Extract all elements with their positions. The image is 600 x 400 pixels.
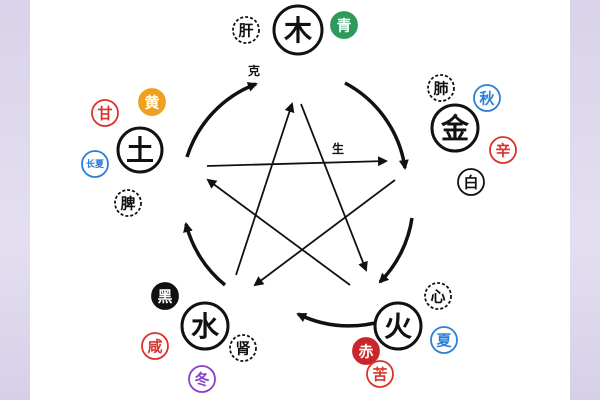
badge-circle <box>457 168 485 196</box>
badge-water-1: 咸 <box>141 332 169 360</box>
badge-circle <box>473 84 501 112</box>
badge-label: 黑 <box>157 287 172 305</box>
badge-label: 肝 <box>238 21 253 39</box>
badge-label: 赤 <box>358 342 373 360</box>
badge-fire-3: 苦 <box>366 360 394 388</box>
badge-label: 苦 <box>372 365 387 383</box>
badge-metal-2: 辛 <box>489 136 517 164</box>
overcoming-cycle <box>206 102 396 287</box>
badge-label: 夏 <box>435 331 452 349</box>
element-ring-fire <box>373 301 423 351</box>
badge-label: 长夏 <box>86 158 105 170</box>
badge-circle <box>151 282 179 310</box>
badge-wood-0: 肝 <box>232 16 260 44</box>
badge-label: 咸 <box>147 337 162 355</box>
generating-cycle <box>183 81 414 328</box>
badge-circle <box>141 332 169 360</box>
badge-circle <box>430 326 458 354</box>
element-ring-earth <box>116 126 164 174</box>
badge-label: 辛 <box>495 141 510 159</box>
star-line-5 <box>235 102 295 276</box>
badge-earth-1: 黄 <box>138 88 166 116</box>
element-ring-wood <box>272 4 324 56</box>
badge-label: 甘 <box>97 104 112 122</box>
badge-fire-2: 赤 <box>352 337 380 365</box>
badge-metal-3: 白 <box>457 168 485 196</box>
element-glyph-earth: 土 <box>126 134 154 167</box>
badge-earth-3: 脾 <box>114 189 142 217</box>
badge-wood-1: 青 <box>330 11 358 39</box>
badge-label: 肺 <box>433 79 448 97</box>
badge-water-0: 黑 <box>151 282 179 310</box>
element-ring-water <box>180 301 230 351</box>
badge-label: 冬 <box>194 370 209 388</box>
badge-circle <box>232 16 260 44</box>
badge-label: 秋 <box>479 89 495 107</box>
element-ring-metal <box>430 103 480 153</box>
star-line-4 <box>206 178 351 286</box>
badge-circle <box>229 334 257 362</box>
badge-circle <box>366 360 394 388</box>
star-line-3 <box>253 179 396 287</box>
badge-metal-1: 秋 <box>473 84 501 112</box>
element-node-water: 水 黑咸 肾冬 <box>141 282 257 393</box>
element-glyph-fire: 火 <box>384 310 412 343</box>
badge-fire-1: 夏 <box>430 326 458 354</box>
badge-label: 黄 <box>144 93 159 111</box>
badge-circle <box>138 88 166 116</box>
badge-fire-0: 心 <box>424 282 452 310</box>
badge-label: 肾 <box>235 339 250 357</box>
badge-circle <box>330 11 358 39</box>
overcome-label: 克 <box>248 63 260 78</box>
badge-earth-0: 甘 <box>91 99 119 127</box>
badge-label: 心 <box>430 287 445 305</box>
badge-label: 青 <box>336 16 351 34</box>
badge-circle <box>489 136 517 164</box>
cycle-arc-metal-fire <box>378 217 414 284</box>
badge-label: 白 <box>463 173 478 191</box>
badge-circle <box>81 150 109 178</box>
cycle-arc-water-earth <box>183 222 227 287</box>
generate-label: 生 <box>332 141 344 156</box>
badge-circle <box>427 74 455 102</box>
badge-circle <box>424 282 452 310</box>
badge-circle <box>188 365 216 393</box>
cycle-arc-wood-metal <box>344 81 409 170</box>
element-glyph-metal: 金 <box>440 112 470 145</box>
element-glyph-water: 水 <box>191 310 220 343</box>
badge-water-2: 肾 <box>229 334 257 362</box>
badge-label: 脾 <box>120 194 135 212</box>
element-glyph-wood: 木 <box>283 14 312 47</box>
cycle-arc-earth-wood <box>185 82 258 158</box>
badge-metal-0: 肺 <box>427 74 455 102</box>
badge-circle <box>114 189 142 217</box>
element-node-wood: 木肝青 <box>232 4 358 56</box>
badge-earth-2: 长夏 <box>81 150 109 178</box>
star-line-2 <box>300 103 368 272</box>
badge-water-3: 冬 <box>188 365 216 393</box>
badge-circle <box>352 337 380 365</box>
star-line-1 <box>206 156 388 167</box>
badge-circle <box>91 99 119 127</box>
